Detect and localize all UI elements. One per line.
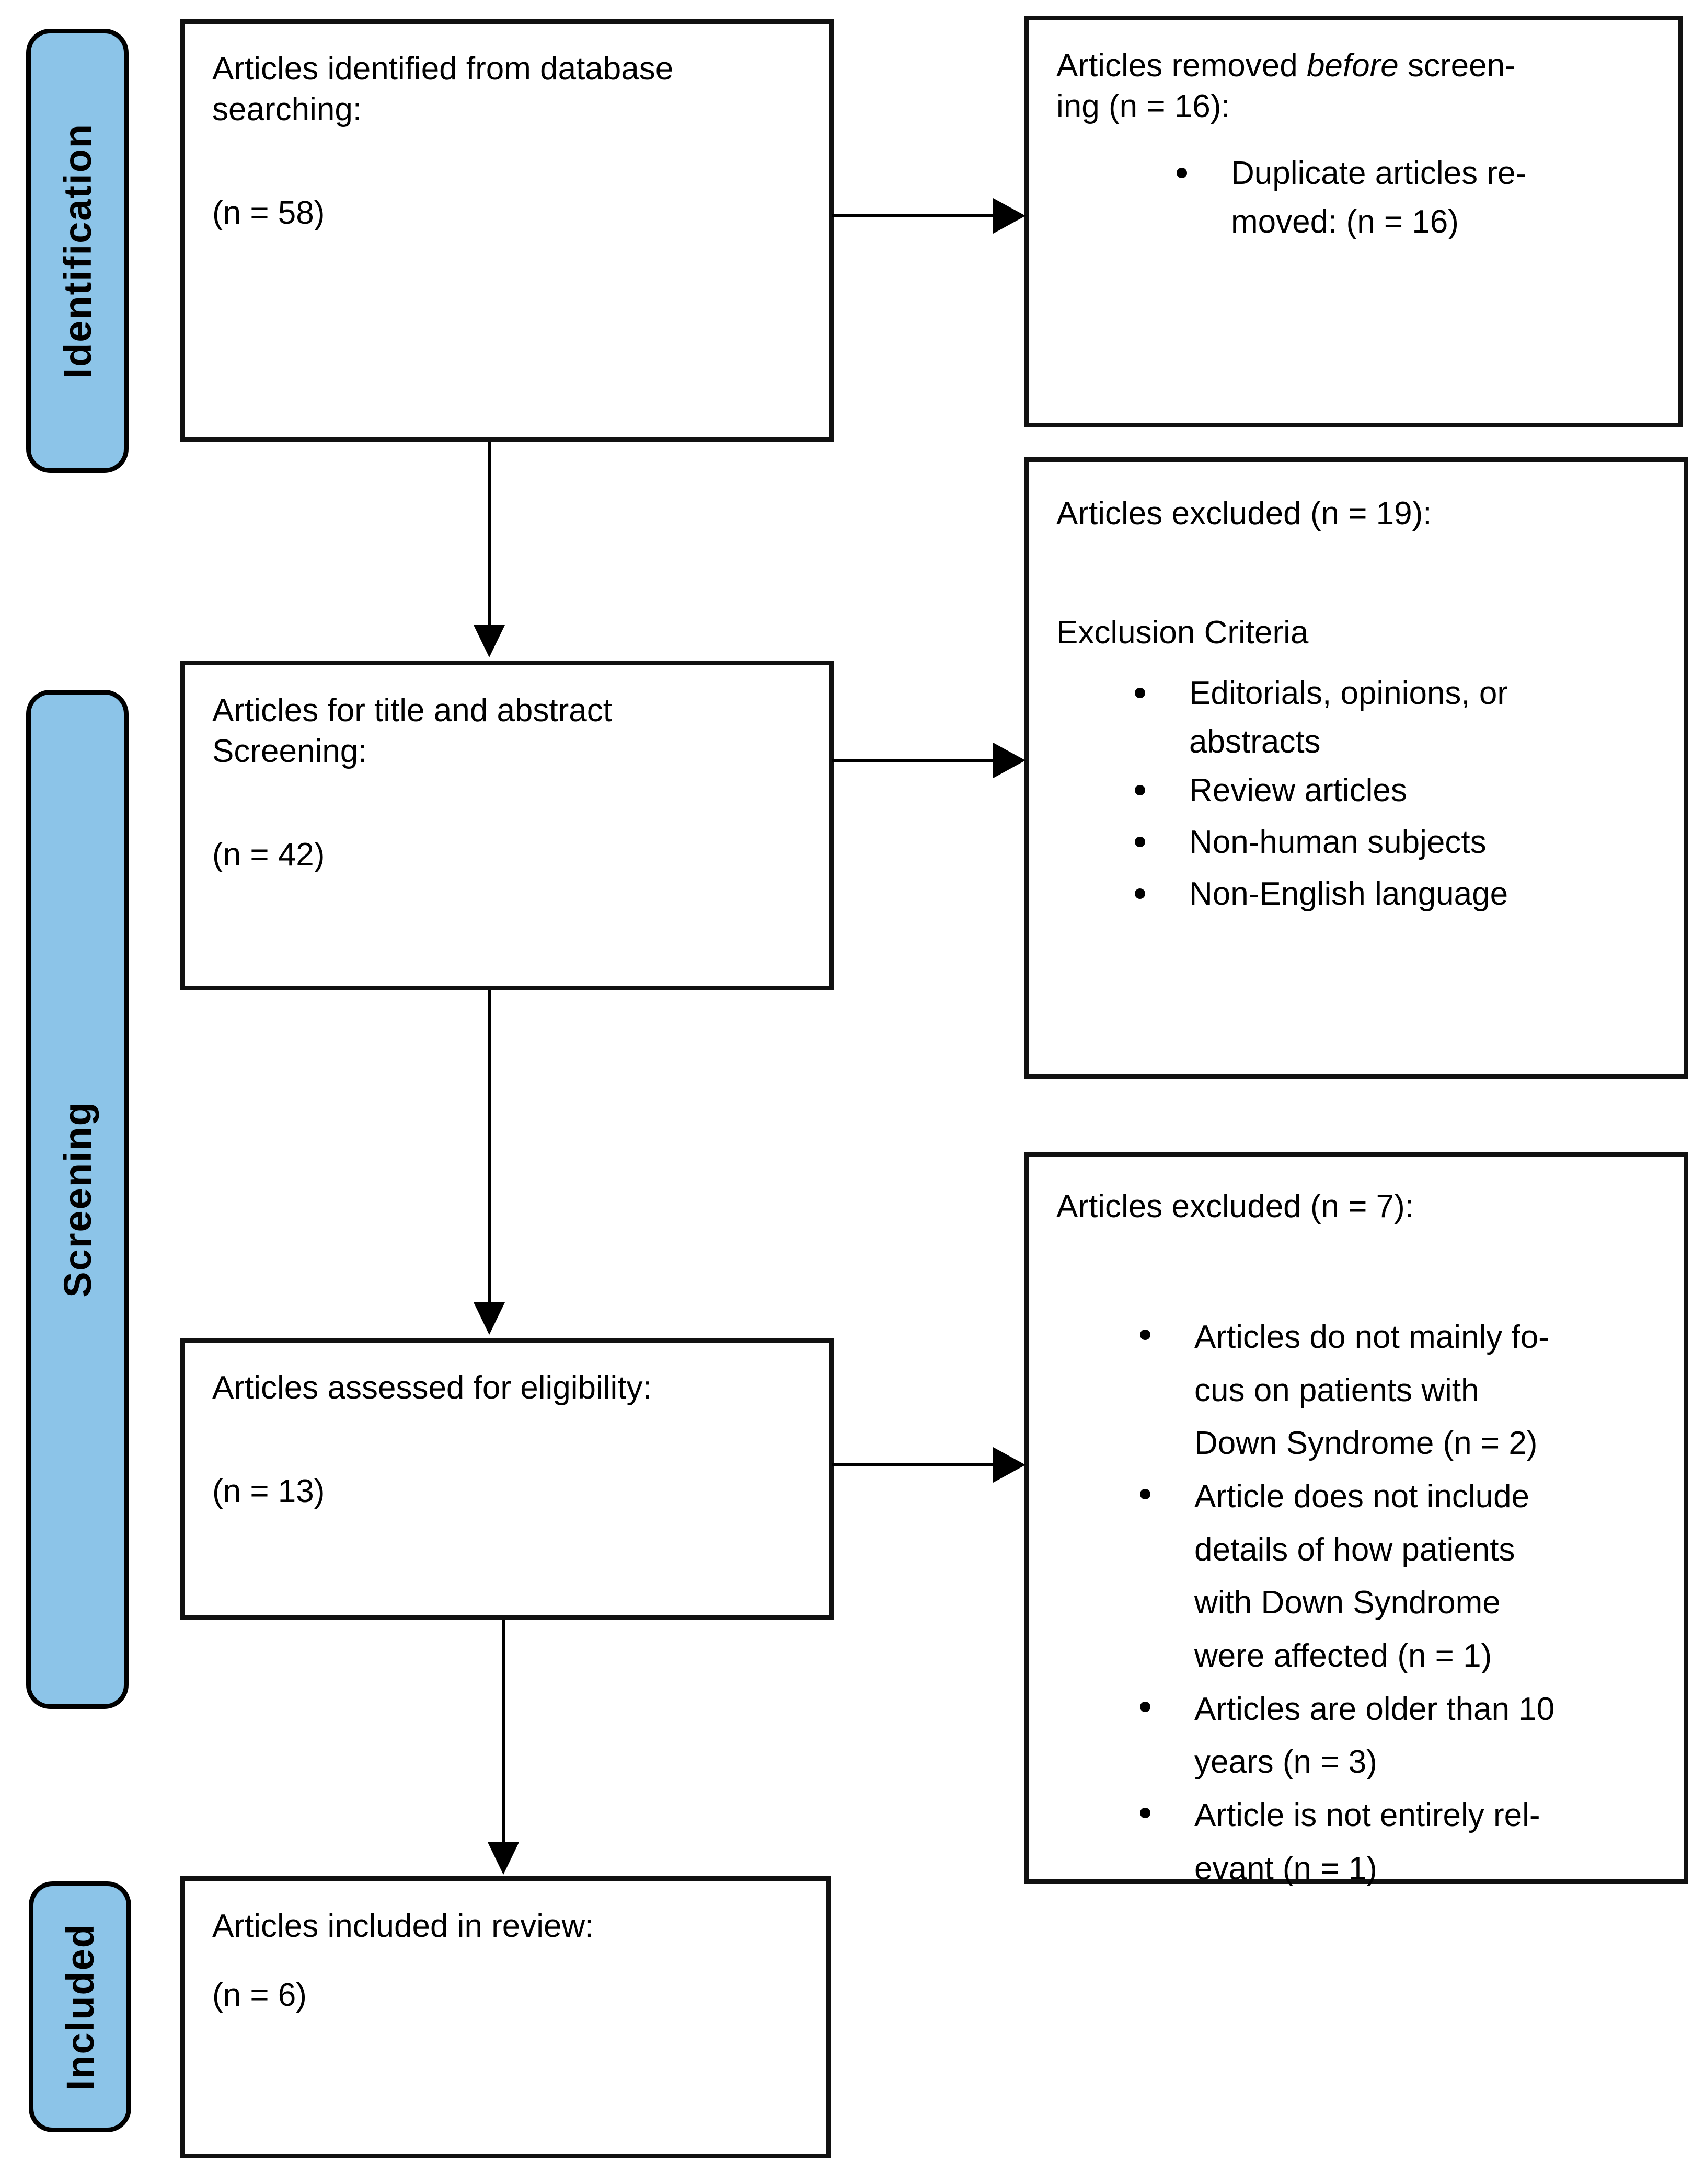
arrowhead-assessed-to-excluded7 <box>993 1447 1026 1483</box>
list-item: Review articles <box>1135 766 1656 815</box>
list-item: Article is not entirely rel- evant (n = … <box>1140 1789 1656 1895</box>
box-excluded-eligibility-heading: Articles excluded (n = 7): <box>1056 1188 1414 1224</box>
connector-assessed-to-included <box>502 1620 505 1845</box>
box-articles-assessed-count: (n = 13) <box>212 1473 325 1510</box>
box-articles-identified-count: (n = 58) <box>212 195 325 232</box>
connector-screening-to-assessed <box>488 990 491 1304</box>
box-articles-assessed-line1: Articles assessed for eligibility: <box>212 1370 652 1406</box>
stage-tab-identification: Identification <box>26 29 129 473</box>
arrowhead-identified-to-screening <box>474 625 505 657</box>
list-item: Non-human subjects <box>1135 818 1656 866</box>
bullet-line: Article is not entirely rel- <box>1194 1797 1540 1834</box>
list-item: Non-English language <box>1135 870 1656 918</box>
bullet-line: Duplicate articles re- <box>1231 155 1527 192</box>
stage-tab-screening: Screening <box>26 690 129 1709</box>
bullet-line: were affected (n = 1) <box>1194 1638 1492 1674</box>
stage-tab-screening-label: Screening <box>55 1101 99 1298</box>
box-excluded-screening-heading: Articles excluded (n = 19): <box>1056 495 1432 531</box>
exclusion-criteria-list: Editorials, opinions, or abstracts Revie… <box>1056 669 1656 918</box>
bullet-line: Article does not include <box>1194 1478 1530 1515</box>
arrowhead-assessed-to-included <box>488 1842 519 1875</box>
list-item: Duplicate articles re- moved: (n = 16) <box>1177 149 1651 246</box>
bullet-line: cus on patients with <box>1194 1372 1479 1408</box>
arrowhead-screening-to-assessed <box>474 1302 505 1335</box>
bullet-line: details of how patients <box>1194 1531 1515 1568</box>
removed-bullet-list: Duplicate articles re- moved: (n = 16) <box>1056 149 1651 246</box>
box-removed-heading-line2: ing (n = 16): <box>1056 88 1230 125</box>
arrowhead-screening-to-excluded19 <box>993 743 1026 778</box>
list-item: Articles do not mainly fo- cus on patien… <box>1140 1311 1656 1470</box>
list-item: Articles are older than 10 years (n = 3) <box>1140 1683 1656 1789</box>
connector-identified-to-screening <box>488 442 491 627</box>
bullet-line: Editorials, opinions, or <box>1189 675 1508 712</box>
box-articles-assessed: Articles assessed for eligibility: (n = … <box>180 1338 834 1620</box>
box-articles-screening-count: (n = 42) <box>212 837 325 873</box>
list-item: Article does not include details of how … <box>1140 1470 1656 1683</box>
bullet-line: abstracts <box>1189 724 1321 760</box>
box-excluded-screening: Articles excluded (n = 19): Exclusion Cr… <box>1024 457 1688 1079</box>
arrowhead-identified-to-removed <box>993 198 1026 234</box>
bullet-line: years (n = 3) <box>1194 1744 1377 1781</box>
box-removed-heading-line1: Articles removed before screen- <box>1056 45 1651 86</box>
box-articles-screening: Articles for title and abstract Screenin… <box>180 661 834 990</box>
box-articles-identified-line1: Articles identified from database <box>212 51 674 87</box>
removed-heading-part2: screen- <box>1398 48 1516 84</box>
stage-tab-included: Included <box>29 1881 131 2132</box>
box-excluded-eligibility: Articles excluded (n = 7): Articles do n… <box>1024 1152 1688 1887</box>
bullet-line: Down Syndrome (n = 2) <box>1194 1425 1538 1462</box>
stage-tab-identification-label: Identification <box>55 123 99 379</box>
box-articles-included-line1: Articles included in review: <box>212 1908 594 1944</box>
box-articles-included-count: (n = 6) <box>212 1977 307 2014</box>
box-excluded-screening-subheading: Exclusion Criteria <box>1056 615 1309 651</box>
removed-heading-part1: Articles removed <box>1056 48 1307 84</box>
bullet-line: Articles do not mainly fo- <box>1194 1319 1549 1356</box>
list-item: Editorials, opinions, or abstracts <box>1135 669 1656 766</box>
eligibility-exclusion-list: Articles do not mainly fo- cus on patien… <box>1056 1311 1656 1895</box>
box-articles-included: Articles included in review: (n = 6) <box>180 1876 831 2158</box>
box-articles-screening-line1: Articles for title and abstract <box>212 692 612 729</box>
connector-screening-to-excluded19 <box>832 759 995 762</box>
box-removed-before-screening: Articles removed before screen- ing (n =… <box>1024 16 1683 427</box>
bullet-line: moved: (n = 16) <box>1231 204 1459 240</box>
box-articles-screening-line2: Screening: <box>212 733 367 770</box>
box-articles-identified: Articles identified from database search… <box>180 19 834 442</box>
bullet-line: evant (n = 1) <box>1194 1850 1377 1887</box>
stage-tab-included-label: Included <box>58 1923 102 2091</box>
bullet-line: with Down Syndrome <box>1194 1585 1501 1621</box>
removed-heading-emphasis: before <box>1306 48 1399 84</box>
connector-assessed-to-excluded7 <box>832 1463 995 1466</box>
box-articles-identified-line2: searching: <box>212 91 362 128</box>
bullet-line: Articles are older than 10 <box>1194 1691 1555 1727</box>
connector-identified-to-removed <box>832 214 995 217</box>
